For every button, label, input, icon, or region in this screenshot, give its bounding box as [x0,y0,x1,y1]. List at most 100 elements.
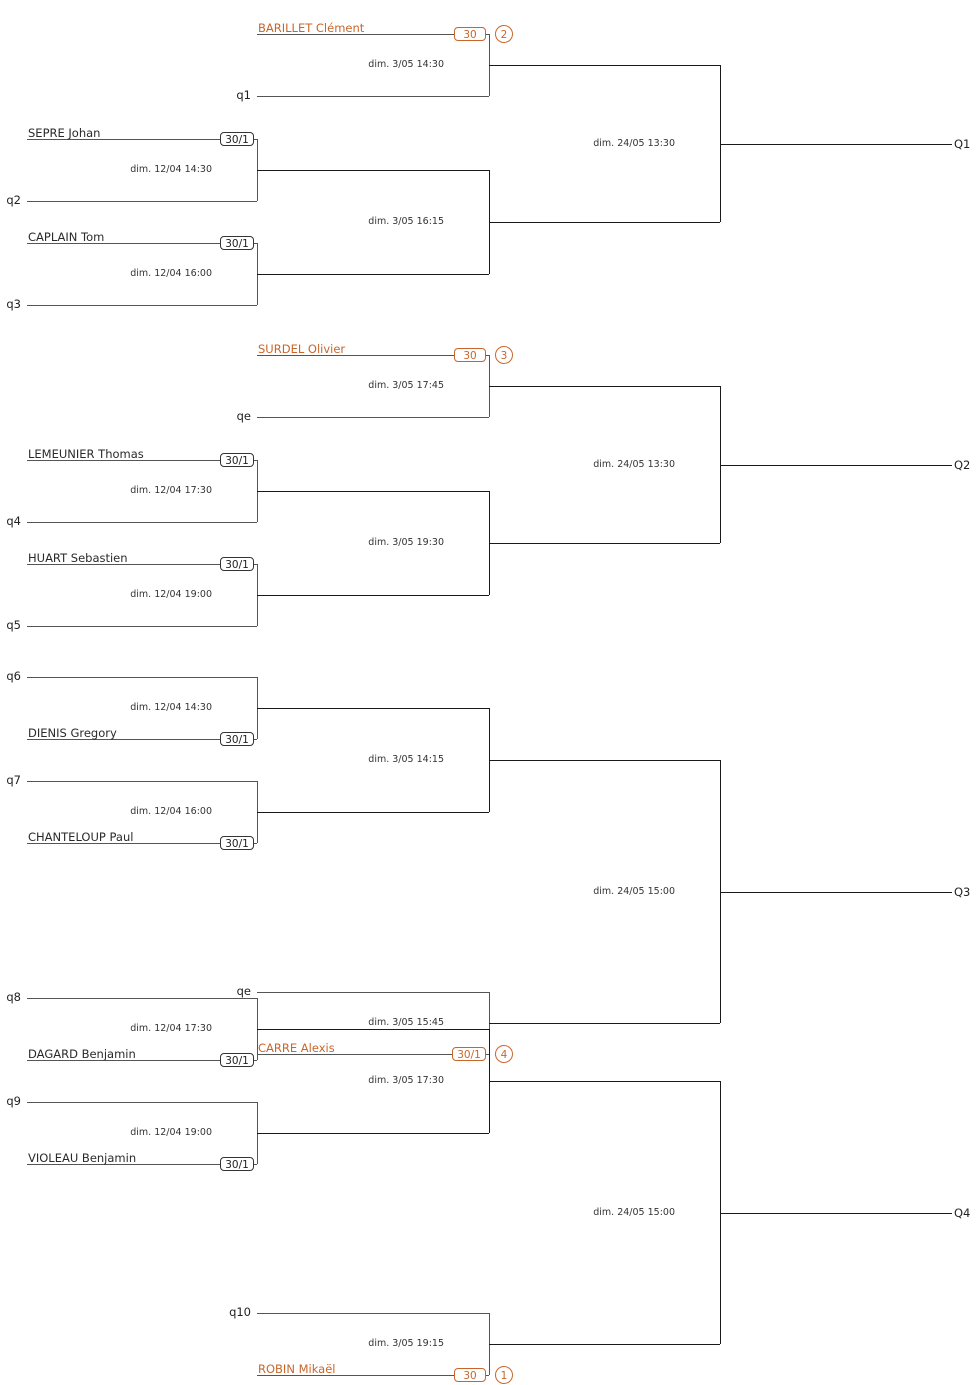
qualifier-label: qe [236,984,251,998]
match-date: dim. 12/04 14:30 [130,702,212,713]
bracket-line [489,1081,720,1082]
match-date: dim. 12/04 19:00 [130,1127,212,1138]
player-name-link[interactable]: LEMEUNIER Thomas [28,447,144,461]
bracket-line [257,708,489,709]
bracket-line [489,222,720,223]
player-ranking-badge: 30/1 [220,836,254,850]
bracket-line [257,274,489,275]
entrant-line [257,34,489,35]
entrant-line [257,1054,489,1055]
bracket-line [257,812,489,813]
qualified-label: Q3 [954,885,971,899]
bracket-line [489,760,720,761]
player-ranking-badge: 30/1 [220,732,254,746]
match-date: dim. 3/05 17:45 [368,380,444,391]
player-ranking-badge: 30/1 [220,132,254,146]
winner-line [720,465,952,466]
entrant-line [27,139,257,140]
seed-number-badge: 4 [495,1045,513,1063]
bracket-line [257,595,489,596]
qualifier-label: q6 [6,669,21,683]
entrant-line [27,564,257,565]
player-ranking-badge: 30/1 [452,1047,486,1061]
player-name-link[interactable]: CARRE Alexis [258,1041,335,1055]
player-ranking-badge: 30/1 [220,557,254,571]
bracket-line [257,170,489,171]
winner-line [720,1213,952,1214]
match-date: dim. 3/05 14:15 [368,754,444,765]
entrant-line [27,460,257,461]
bracket-line [489,543,720,544]
qualifier-label: q4 [6,514,21,528]
player-name-link[interactable]: BARILLET Clément [258,21,365,35]
bracket-connector [720,760,721,1023]
qualified-label: Q2 [954,458,971,472]
entrant-line [257,417,489,418]
entrant-line [27,843,257,844]
player-ranking-badge: 30/1 [220,453,254,467]
bracket-line [489,1344,720,1345]
entrant-line [27,305,257,306]
match-date: dim. 24/05 15:00 [593,886,675,897]
player-ranking-badge: 30 [454,348,486,362]
bracket-line [489,65,720,66]
qualifier-label: q1 [236,88,251,102]
match-date: dim. 12/04 17:30 [130,1023,212,1034]
match-date: dim. 24/05 13:30 [593,459,675,470]
entrant-line [27,677,257,678]
qualifier-label: q3 [6,297,21,311]
bracket-connector [720,386,721,543]
entrant-line [27,1102,257,1103]
match-date: dim. 24/05 15:00 [593,1207,675,1218]
qualifier-label: q7 [6,773,21,787]
player-ranking-badge: 30/1 [220,1053,254,1067]
match-date: dim. 3/05 17:30 [368,1075,444,1086]
match-date: dim. 12/04 19:00 [130,589,212,600]
match-date: dim. 24/05 13:30 [593,138,675,149]
player-name-link[interactable]: DIENIS Gregory [28,726,117,740]
player-name-link[interactable]: ROBIN Mikaël [258,1362,336,1376]
bracket-connector [720,1081,721,1344]
entrant-line [257,1313,489,1314]
player-ranking-badge: 30/1 [220,236,254,250]
qualified-label: Q1 [954,137,971,151]
winner-line [720,144,952,145]
entrant-line [27,781,257,782]
match-date: dim. 3/05 15:45 [368,1017,444,1028]
entrant-line [257,992,489,993]
player-ranking-badge: 30 [454,27,486,41]
match-date: dim. 3/05 16:15 [368,216,444,227]
match-date: dim. 12/04 16:00 [130,806,212,817]
qualifier-label: q9 [6,1094,21,1108]
match-date: dim. 12/04 16:00 [130,268,212,279]
match-date: dim. 3/05 14:30 [368,59,444,70]
player-name-link[interactable]: SURDEL Olivier [258,342,346,356]
entrant-line [257,355,489,356]
match-date: dim. 3/05 19:30 [368,537,444,548]
bracket-line [257,1133,489,1134]
seed-number-badge: 2 [495,25,513,43]
player-ranking-badge: 30/1 [220,1157,254,1171]
match-date: dim. 12/04 17:30 [130,485,212,496]
player-ranking-badge: 30 [454,1368,486,1382]
bracket-connector [720,65,721,222]
bracket-line [257,1029,489,1030]
entrant-line [27,1164,257,1165]
entrant-line [27,739,257,740]
player-name-link[interactable]: SEPRE Johan [28,126,101,140]
player-name-link[interactable]: DAGARD Benjamin [28,1047,136,1061]
player-name-link[interactable]: CHANTELOUP Paul [28,830,134,844]
match-date: dim. 3/05 19:15 [368,1338,444,1349]
player-name-link[interactable]: VIOLEAU Benjamin [28,1151,137,1165]
seed-number-badge: 3 [495,346,513,364]
entrant-line [27,201,257,202]
entrant-line [257,96,489,97]
qualifier-label: q2 [6,193,21,207]
entrant-line [27,626,257,627]
player-name-link[interactable]: CAPLAIN Tom [28,230,105,244]
bracket-line [489,1023,720,1024]
qualified-label: Q4 [954,1206,971,1220]
entrant-line [27,1060,257,1061]
player-name-link[interactable]: HUART Sebastien [28,551,128,565]
seed-number-badge: 1 [495,1366,513,1384]
